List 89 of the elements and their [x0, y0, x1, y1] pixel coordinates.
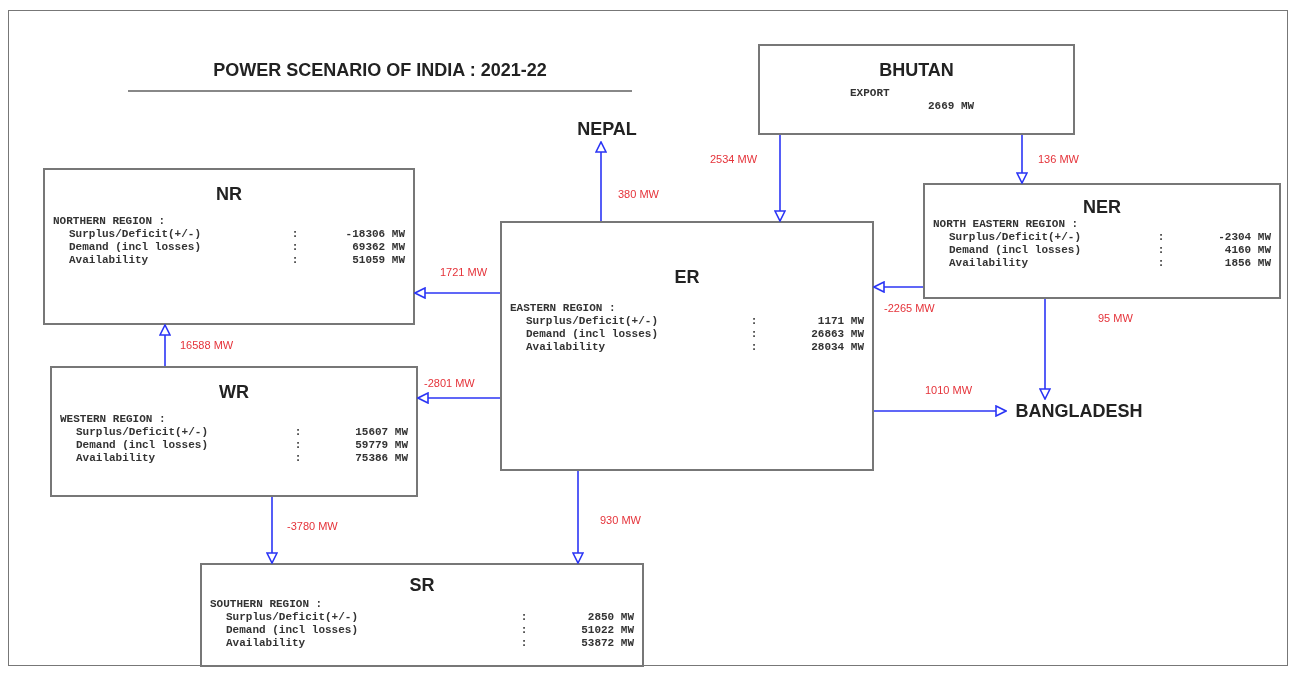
row-value: 1171 MW	[816, 315, 864, 328]
row-value: 26863 MW	[810, 328, 864, 341]
row-label: Surplus/Deficit(+/-)	[226, 611, 360, 624]
region-heading: WESTERN REGION :	[60, 413, 167, 426]
row-label: Availability	[76, 452, 157, 465]
row-label: Availability	[526, 341, 607, 354]
export-label: EXPORT	[849, 87, 891, 100]
row-label: Availability	[949, 257, 1030, 270]
diagram-title: POWER SCENARIO OF INDIA : 2021-22	[212, 60, 548, 81]
edge-label: 380 MW	[618, 188, 659, 200]
region-title: NR	[215, 184, 243, 205]
region-box	[500, 221, 874, 471]
arrow	[266, 496, 278, 564]
region-title: NER	[1082, 197, 1122, 218]
country-name: BANGLADESH	[1015, 400, 1143, 422]
row-label: Demand (incl losses)	[526, 328, 660, 341]
row-value: 4160 MW	[1223, 244, 1271, 257]
row-value: 75386 MW	[354, 452, 408, 465]
region-title: WR	[218, 382, 250, 403]
edge-label: 95 MW	[1098, 312, 1133, 324]
separator-colon: :	[519, 611, 529, 624]
row-value: 2850 MW	[586, 611, 634, 624]
edge-label: 1010 MW	[925, 384, 973, 396]
arrow	[417, 392, 501, 404]
row-label: Surplus/Deficit(+/-)	[69, 228, 203, 241]
separator-colon: :	[293, 452, 303, 465]
region-title: SR	[408, 575, 436, 596]
arrow	[159, 324, 171, 367]
row-value: -2304 MW	[1217, 231, 1271, 244]
region-heading: EASTERN REGION :	[510, 302, 617, 315]
region-heading: NORTHERN REGION :	[53, 215, 167, 228]
row-label: Demand (incl losses)	[69, 241, 203, 254]
region-box	[923, 183, 1281, 299]
country-name: NEPAL	[577, 118, 637, 140]
country-title: BHUTAN	[878, 60, 955, 81]
arrow	[1016, 134, 1028, 184]
separator-colon: :	[293, 439, 303, 452]
region-box	[200, 563, 644, 667]
edge-label: 930 MW	[600, 514, 641, 526]
row-label: Surplus/Deficit(+/-)	[526, 315, 660, 328]
edge-label: -2265 MW	[884, 302, 935, 314]
arrow	[572, 470, 584, 564]
arrow	[774, 134, 786, 222]
row-value: 1856 MW	[1223, 257, 1271, 270]
row-label: Surplus/Deficit(+/-)	[76, 426, 210, 439]
row-value: 59779 MW	[354, 439, 408, 452]
arrow	[414, 287, 501, 299]
row-value: 51022 MW	[580, 624, 634, 637]
edge-label: 136 MW	[1038, 153, 1079, 165]
edge-label: 16588 MW	[180, 339, 234, 351]
row-label: Availability	[69, 254, 150, 267]
row-label: Demand (incl losses)	[949, 244, 1083, 257]
separator-colon: :	[1156, 244, 1166, 257]
separator-colon: :	[749, 341, 759, 354]
region-box	[43, 168, 415, 325]
row-value: 15607 MW	[354, 426, 408, 439]
row-label: Surplus/Deficit(+/-)	[949, 231, 1083, 244]
row-label: Availability	[226, 637, 307, 650]
export-value: 2669 MW	[927, 100, 976, 113]
edge-label: -3780 MW	[287, 520, 338, 532]
row-label: Demand (incl losses)	[76, 439, 210, 452]
separator-colon: :	[290, 254, 300, 267]
region-heading: SOUTHERN REGION :	[210, 598, 324, 611]
separator-colon: :	[1156, 257, 1166, 270]
region-box	[50, 366, 418, 497]
arrow	[595, 141, 607, 222]
row-value: 51059 MW	[351, 254, 405, 267]
edge-label: 2534 MW	[710, 153, 758, 165]
edge-label: 1721 MW	[440, 266, 488, 278]
row-value: 53872 MW	[580, 637, 634, 650]
region-box	[758, 44, 1075, 135]
row-value: -18306 MW	[344, 228, 405, 241]
arrow	[873, 405, 1007, 417]
separator-colon: :	[293, 426, 303, 439]
edge-label: -2801 MW	[424, 377, 475, 389]
row-value: 28034 MW	[810, 341, 864, 354]
region-heading: NORTH EASTERN REGION :	[933, 218, 1080, 231]
arrow	[873, 281, 924, 293]
separator-colon: :	[1156, 231, 1166, 244]
separator-colon: :	[290, 228, 300, 241]
arrow	[1039, 298, 1051, 400]
separator-colon: :	[749, 328, 759, 341]
separator-colon: :	[519, 637, 529, 650]
separator-colon: :	[519, 624, 529, 637]
separator-colon: :	[749, 315, 759, 328]
separator-colon: :	[290, 241, 300, 254]
region-title: ER	[673, 267, 701, 288]
row-value: 69362 MW	[351, 241, 405, 254]
row-label: Demand (incl losses)	[226, 624, 360, 637]
